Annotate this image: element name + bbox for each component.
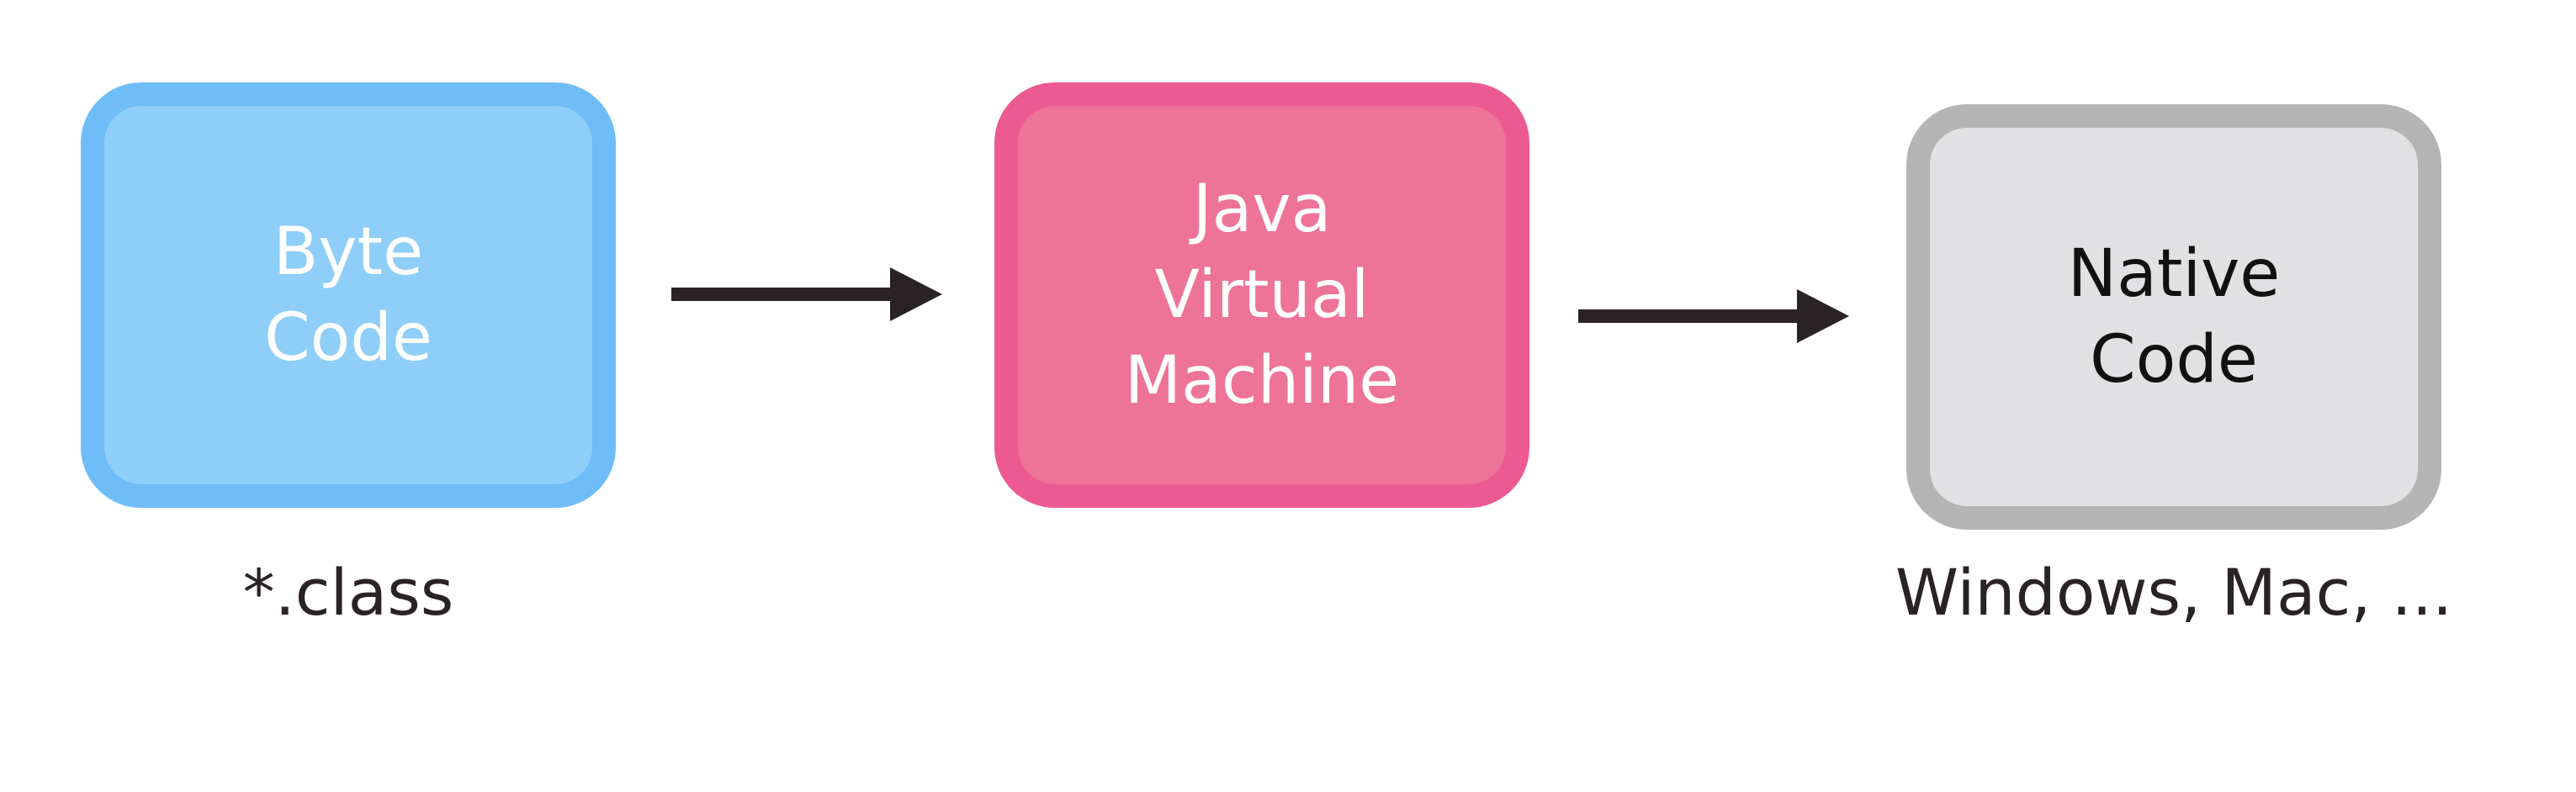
node-bytecode-label: Byte Code <box>264 214 432 376</box>
arrow-head <box>1797 289 1849 343</box>
node-native-label: Native Code <box>2067 236 2281 398</box>
node-jvm: Java Virtual Machine <box>994 82 1529 508</box>
arrow-head <box>890 267 942 321</box>
arrow-jvm-to-native <box>1578 289 1849 343</box>
caption-bytecode: *.class <box>242 555 454 630</box>
arrow-bytecode-to-jvm <box>671 267 942 321</box>
caption-native: Windows, Mac, ... <box>1895 555 2453 630</box>
node-native: Native Code <box>1906 104 2441 530</box>
node-jvm-label: Java Virtual Machine <box>1124 172 1400 419</box>
node-bytecode: Byte Code <box>81 82 616 508</box>
